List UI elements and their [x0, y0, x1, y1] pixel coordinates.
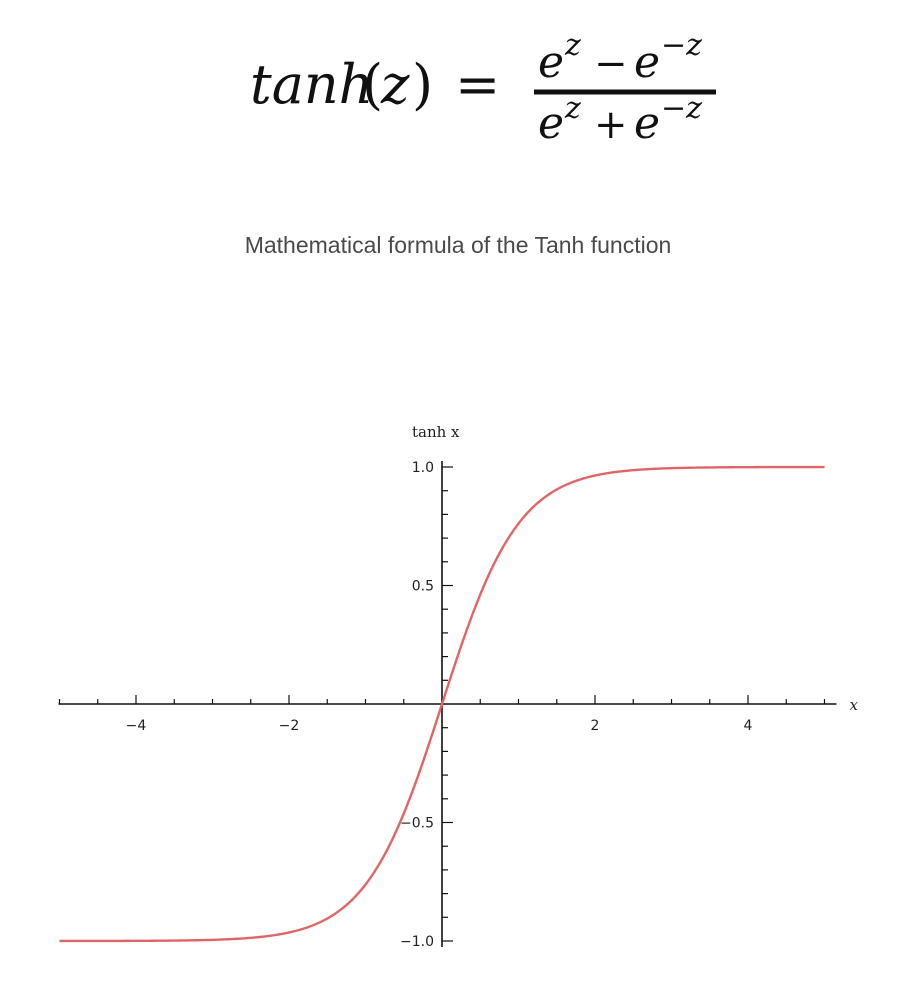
formula-num-op: −	[594, 41, 628, 87]
y-tick-label: 1.0	[412, 460, 434, 476]
y-tick-label: −1.0	[400, 934, 434, 950]
formula-den-op: +	[594, 102, 628, 148]
x-tick-label: 2	[591, 718, 600, 734]
x-tick-label: 4	[744, 718, 753, 734]
formula-lhs-arg: z	[380, 53, 410, 116]
chart-axes	[58, 461, 837, 947]
formula-num-sup-b: −z	[661, 28, 702, 63]
formula-den-base-b: e	[634, 98, 660, 149]
y-axis-label: tanh x	[412, 423, 460, 441]
formula-lhs-function: tanh	[250, 53, 373, 116]
tanh-formula: tanh ( z ) = e z − e −z e z + e −z	[250, 28, 716, 149]
tanh-curve-line	[59, 465, 825, 943]
y-tick-label: 0.5	[412, 579, 434, 595]
formula-lhs-open-paren: (	[362, 53, 383, 116]
formula-den-sup-b: −z	[661, 91, 702, 126]
x-tick-label: −2	[279, 718, 300, 734]
formula-den-sup-a: z	[564, 91, 581, 126]
formula-lhs-close-paren: )	[412, 53, 433, 116]
x-axis-label: x	[850, 696, 859, 714]
formula-den-base-a: e	[538, 98, 564, 149]
formula-num-base-b: e	[634, 37, 660, 88]
formula-num-base-a: e	[538, 37, 564, 88]
x-tick-label: −4	[126, 718, 147, 734]
formula-caption: Mathematical formula of the Tanh functio…	[244, 232, 672, 258]
formula-num-sup-a: z	[564, 28, 581, 63]
chart-ticks	[58, 466, 826, 942]
chart-tick-labels: −4 −2 2 4 1.0 0.5 −0.5 −1.0	[126, 460, 753, 950]
y-tick-label: −0.5	[400, 816, 434, 832]
formula-equals: =	[455, 53, 500, 116]
